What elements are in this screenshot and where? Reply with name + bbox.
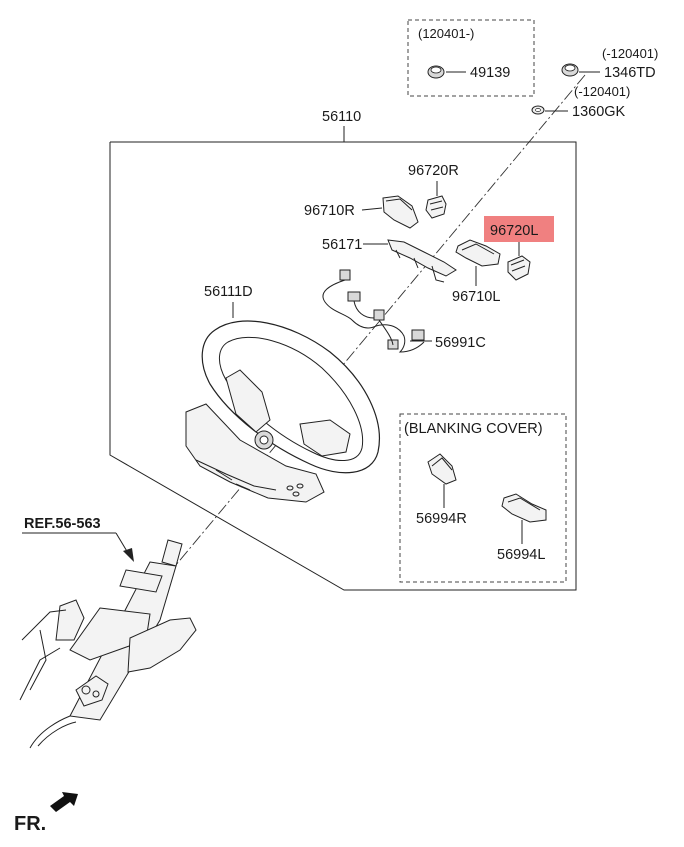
label-96710r: 96710R — [304, 203, 355, 219]
steering-wheel-icon — [185, 320, 380, 503]
nut-49139-icon — [427, 65, 445, 79]
blanking-cover-box — [399, 413, 567, 583]
harness-56991c-icon — [322, 269, 425, 353]
assembly-outline — [109, 141, 577, 591]
steering-column-icon — [19, 539, 197, 749]
label-date-nut-old: (-120401) — [602, 46, 658, 61]
cover-56171-icon — [387, 239, 457, 283]
switch-96710l-icon — [455, 239, 501, 267]
label-blanking-cover: (BLANKING COVER) — [404, 421, 543, 437]
label-56994r: 56994R — [416, 511, 467, 527]
label-96720r: 96720R — [408, 163, 459, 179]
label-56171: 56171 — [322, 237, 362, 253]
label-date-washer: (-120401) — [574, 84, 630, 99]
nut-1346td-icon — [561, 63, 579, 77]
label-96720l: 96720L — [490, 223, 538, 239]
label-56111d: 56111D — [204, 284, 253, 300]
nut-option-box — [407, 19, 535, 97]
clip-96720r-icon — [425, 195, 447, 219]
highlight-96720l — [484, 216, 554, 242]
center-axis-line — [129, 74, 586, 621]
label-56994l: 56994L — [497, 547, 545, 563]
label-front: FR. — [14, 813, 46, 835]
switch-96710r-icon — [382, 195, 419, 229]
ref-arrow-icon — [123, 548, 134, 562]
label-date-nut-group: (120401-) — [418, 26, 474, 41]
front-arrow-icon — [50, 792, 78, 812]
label-96710l: 96710L — [452, 289, 500, 305]
label-56991c: 56991C — [435, 335, 486, 351]
blank-56994l-icon — [501, 493, 547, 523]
blank-56994r-icon — [427, 453, 457, 485]
label-ref-56-563: REF.56-563 — [24, 516, 101, 532]
clip-96720l-icon — [507, 255, 531, 281]
label-56110: 56110 — [322, 109, 361, 125]
label-49139: 49139 — [470, 65, 510, 81]
label-1360gk: 1360GK — [572, 104, 626, 120]
label-1346td: 1346TD — [604, 65, 656, 81]
washer-1360gk-icon — [531, 105, 545, 115]
